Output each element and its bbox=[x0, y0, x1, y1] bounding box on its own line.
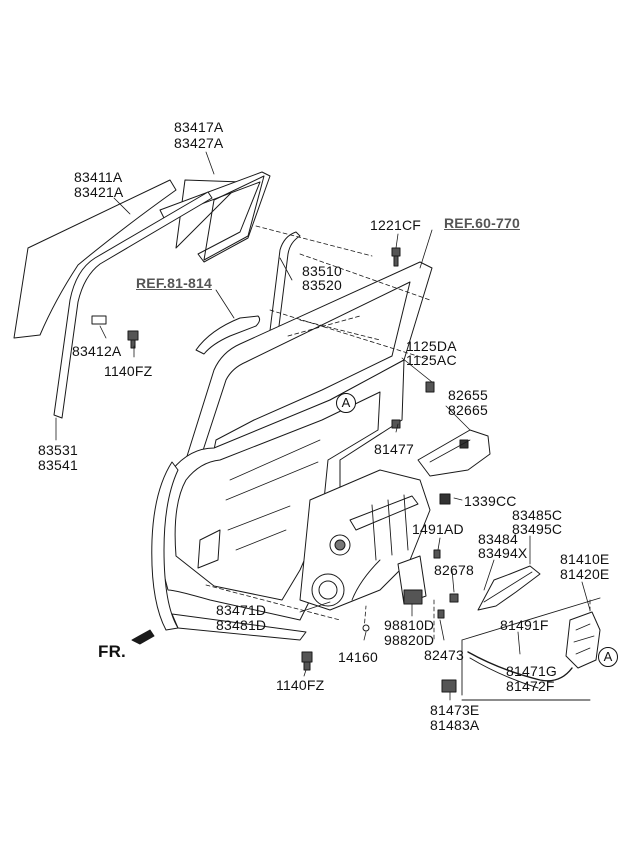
part-label-98820d: 98820D bbox=[384, 632, 435, 648]
part-label-82655: 82655 bbox=[448, 387, 488, 403]
part-label-81420e: 81420E bbox=[560, 566, 610, 582]
part-label-82665: 82665 bbox=[448, 402, 488, 418]
part-label-83411a: 83411A bbox=[74, 169, 123, 185]
bolt-82473 bbox=[437, 609, 445, 619]
plug-14160 bbox=[362, 624, 370, 632]
bolt-82678 bbox=[449, 593, 459, 603]
door-glass bbox=[13, 179, 177, 339]
part-label-83510: 83510 bbox=[302, 263, 342, 279]
latch-82655 bbox=[417, 429, 491, 477]
part-label-1125ac: 1125AC bbox=[406, 352, 457, 368]
bolt-1339cc bbox=[439, 493, 451, 505]
front-arrow bbox=[131, 629, 155, 645]
part-label-81491f: 81491F bbox=[500, 617, 549, 633]
door-latch-assembly bbox=[565, 611, 601, 669]
door-frame-inner bbox=[193, 281, 411, 489]
latch-cable bbox=[467, 651, 573, 682]
part-label-81472f: 81472F bbox=[506, 678, 555, 694]
bolt-1140fz-top bbox=[127, 330, 139, 349]
part-label-1140fz-top: 1140FZ bbox=[104, 363, 153, 379]
part-label-1491ad: 1491AD bbox=[412, 521, 464, 537]
part-label-83481d: 83481D bbox=[216, 617, 267, 633]
part-label-81483a: 81483A bbox=[430, 717, 480, 733]
part-label-83427a: 83427A bbox=[174, 135, 224, 151]
bolt-1125da bbox=[425, 381, 435, 393]
bolt-1140fz-bottom bbox=[301, 651, 313, 671]
part-label-83417a: 83417A bbox=[174, 119, 224, 135]
part-label-82473: 82473 bbox=[424, 647, 464, 663]
part-label-83520: 83520 bbox=[302, 277, 342, 293]
part-label-83421a: 83421A bbox=[74, 184, 124, 200]
part-label-81471g: 81471G bbox=[506, 663, 558, 679]
bolt-1221cf bbox=[391, 247, 401, 267]
ref-label-81-814: REF.81-814 bbox=[136, 275, 212, 291]
part-label-82678: 82678 bbox=[434, 562, 474, 578]
part-label-81477: 81477 bbox=[374, 441, 414, 457]
door-panel-inner bbox=[174, 391, 381, 601]
part-label-81473e: 81473E bbox=[430, 702, 480, 718]
part-label-1125da: 1125DA bbox=[406, 338, 457, 354]
run-channel-front bbox=[53, 191, 213, 419]
part-label-83494x: 83494X bbox=[478, 545, 528, 561]
part-label-83471d: 83471D bbox=[216, 602, 267, 618]
door-panel-shell bbox=[151, 461, 179, 631]
bracket-83412a bbox=[91, 315, 107, 325]
part-label-83412a: 83412A bbox=[72, 343, 122, 359]
callout-a-upper: A bbox=[336, 393, 356, 413]
clip-1491ad bbox=[433, 549, 441, 559]
quarter-frame bbox=[203, 175, 265, 261]
door-panel-bottom bbox=[171, 613, 307, 641]
latch-group-frame bbox=[461, 597, 601, 701]
part-label-83541: 83541 bbox=[38, 457, 78, 473]
part-label-81410e: 81410E bbox=[560, 551, 610, 567]
part-label-83485c: 83485C bbox=[512, 507, 563, 523]
part-label-1221cf: 1221CF bbox=[370, 217, 422, 233]
part-label-83495c: 83495C bbox=[512, 521, 563, 537]
outside-handle bbox=[195, 315, 261, 355]
part-label-83531: 83531 bbox=[38, 442, 78, 458]
callout-a-lower: A bbox=[598, 647, 618, 667]
part-label-83484: 83484 bbox=[478, 531, 518, 547]
actuator-81473e bbox=[441, 679, 457, 693]
part-label-1339cc: 1339CC bbox=[464, 493, 517, 509]
part-label-98810d: 98810D bbox=[384, 617, 435, 633]
part-label-1140fz-bottom: 1140FZ bbox=[276, 677, 325, 693]
bolt-81477 bbox=[391, 419, 401, 429]
ref-label-60-770: REF.60-770 bbox=[444, 215, 520, 231]
front-direction-label: FR. bbox=[98, 642, 126, 661]
part-label-14160: 14160 bbox=[338, 649, 378, 665]
